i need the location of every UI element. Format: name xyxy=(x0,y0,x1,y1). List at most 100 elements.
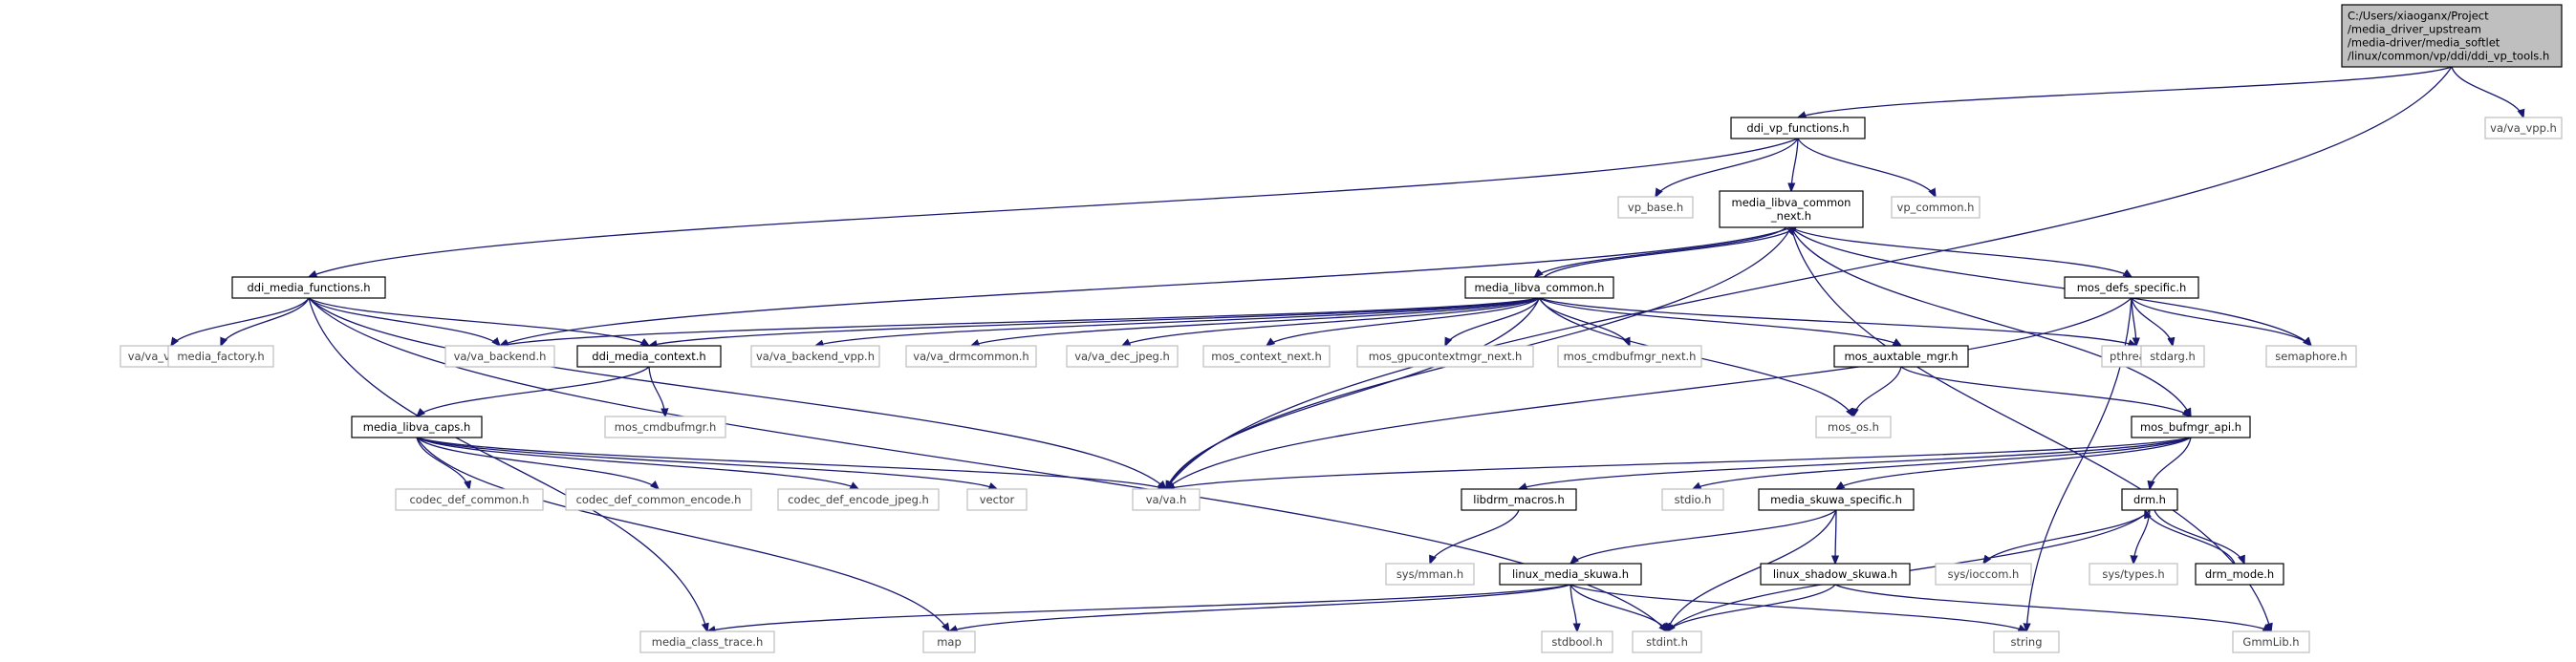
node-media-libva-common[interactable]: media_libva_common.h xyxy=(1464,276,1614,299)
node-box xyxy=(2121,488,2178,511)
node-label: GmmLib.h xyxy=(2242,635,2299,649)
node-box xyxy=(1066,345,1179,368)
node-box xyxy=(922,630,976,653)
edge-media_libva_common_next-to-semaphore xyxy=(1790,226,2311,346)
node-label: linux_shadow_skuwa.h xyxy=(1773,567,1897,581)
node-label: libdrm_macros.h xyxy=(1473,493,1565,506)
node-libdrm-macros[interactable]: libdrm_macros.h xyxy=(1461,488,1577,511)
node-va-backend: va/va_backend.h xyxy=(444,345,555,368)
node-map: map xyxy=(922,630,976,653)
edge-media_libva_common-to-va xyxy=(1166,297,1541,489)
node-box xyxy=(1760,563,1911,586)
node-box xyxy=(1719,190,1864,228)
node-media-skuwa-specific[interactable]: media_skuwa_specific.h xyxy=(1758,488,1915,511)
node-linux-media-skuwa[interactable]: linux_media_skuwa.h xyxy=(1499,563,1642,586)
node-va-backend-vpp: va/va_backend_vpp.h xyxy=(750,345,880,368)
node-stdio: stdio.h xyxy=(1661,488,1724,511)
node-GmmLib: GmmLib.h xyxy=(2232,630,2310,653)
edge-ddi_media_functions-to-ddi_media_context xyxy=(308,297,649,346)
node-mos-cmdbufmgr-next: mos_cmdbufmgr_next.h xyxy=(1557,345,1702,368)
node-va-drmcommon: va/va_drmcommon.h xyxy=(905,345,1037,368)
node-box xyxy=(2484,117,2563,139)
node-va-vpp: va/va_vpp.h xyxy=(2484,117,2563,139)
edge-linux_media_skuwa-to-stdbool xyxy=(1569,584,1577,631)
node-stdbool: stdbool.h xyxy=(1541,630,1613,653)
node-label: va/va.h xyxy=(1146,493,1187,506)
node-drm[interactable]: drm.h xyxy=(2121,488,2178,511)
node-box xyxy=(2232,630,2310,653)
node-vp-common: vp_common.h xyxy=(1891,196,1981,219)
edge-media_libva_caps-to-va xyxy=(416,437,1166,489)
edge-media_libva_common-to-va_backend_vpp xyxy=(815,297,1540,346)
node-sys-mman: sys/mman.h xyxy=(1385,563,1475,586)
node-box xyxy=(1730,117,1866,139)
node-sys-types: sys/types.h xyxy=(2089,563,2178,586)
node-box xyxy=(231,276,386,299)
edge-media_skuwa_specific-to-linux_media_skuwa xyxy=(1570,509,1837,564)
edge-ddi_media_functions-to-va xyxy=(308,297,1166,489)
node-ddi-vp-functions[interactable]: ddi_vp_functions.h xyxy=(1730,117,1866,139)
node-media-class-trace: media_class_trace.h xyxy=(639,630,775,653)
edge-linux_media_skuwa-to-string xyxy=(1569,584,2026,631)
node-mos-context-next: mos_context_next.h xyxy=(1202,345,1331,368)
node-root[interactable]: C:/Users/xiaoganx/Project/media_driver_u… xyxy=(2341,4,2563,68)
node-label: C:/Users/xiaoganx/Project xyxy=(2348,10,2489,23)
node-box xyxy=(1993,630,2060,653)
node-ddi-media-context[interactable]: ddi_media_context.h xyxy=(576,345,722,368)
edge-media_libva_common-to-va_drmcommon xyxy=(971,297,1540,346)
edge-media_libva_common-to-pthread xyxy=(1539,297,2137,346)
node-label: ddi_media_functions.h xyxy=(247,281,370,294)
edge-media_libva_common-to-media_libva_common_next xyxy=(1544,227,1797,278)
node-box xyxy=(1758,488,1915,511)
node-box xyxy=(639,630,775,653)
node-box xyxy=(1356,345,1534,368)
edge-media_libva_common-to-mos_context_next xyxy=(1266,297,1540,346)
node-drm-mode[interactable]: drm_mode.h xyxy=(2195,563,2284,586)
node-ddi-media-functions[interactable]: ddi_media_functions.h xyxy=(231,276,386,299)
node-box xyxy=(1661,488,1724,511)
node-box xyxy=(604,416,726,438)
edge-linux_media_skuwa-to-map xyxy=(949,584,1571,631)
node-box xyxy=(1541,630,1613,653)
node-box xyxy=(966,488,1028,511)
node-label: stdbool.h xyxy=(1551,635,1602,649)
node-box xyxy=(750,345,880,368)
node-label: mos_bufmgr_api.h xyxy=(2140,420,2241,434)
edge-mos_bufmgr_api-to-libdrm_macros xyxy=(1519,437,2192,489)
edge-media_libva_common_next-to-va_backend xyxy=(500,226,1792,346)
node-box xyxy=(167,345,274,368)
node-box xyxy=(565,488,752,511)
edge-drm-to-sys_types xyxy=(2133,509,2151,564)
node-mos-auxtable-mgr[interactable]: mos_auxtable_mgr.h xyxy=(1833,345,1969,368)
node-label: sys/ioccom.h xyxy=(1948,567,2020,581)
node-stdint: stdint.h xyxy=(1632,630,1702,653)
node-label: drm.h xyxy=(2133,493,2166,506)
node-label: media_libva_caps.h xyxy=(363,420,470,434)
node-label: string xyxy=(2010,635,2042,649)
node-codec-def-common: codec_def_common.h xyxy=(395,488,544,511)
node-label: stdarg.h xyxy=(2150,350,2196,363)
edge-media_skuwa_specific-to-stdint xyxy=(1667,509,1837,631)
node-mos-bufmgr-api[interactable]: mos_bufmgr_api.h xyxy=(2131,416,2251,438)
node-box xyxy=(1202,345,1331,368)
node-label: mos_cmdbufmgr.h xyxy=(615,420,717,434)
node-label: va/va_backend.h xyxy=(454,350,547,363)
node-vector: vector xyxy=(966,488,1028,511)
node-mos-defs-specific[interactable]: mos_defs_specific.h xyxy=(2064,276,2199,299)
node-media-libva-common-next[interactable]: media_libva_common_next.h xyxy=(1719,190,1864,228)
node-label: sys/mman.h xyxy=(1396,567,1463,581)
node-box xyxy=(1499,563,1642,586)
node-label: /media_driver_upstream xyxy=(2348,23,2481,36)
node-label: /linux/common/vp/ddi/ddi_vp_tools.h xyxy=(2348,50,2549,63)
edge-media_libva_common_next-to-GmmLib xyxy=(1790,226,2271,631)
node-linux-shadow-skuwa[interactable]: linux_shadow_skuwa.h xyxy=(1760,563,1911,586)
edge-media_libva_common_next-to-mos_defs_specific xyxy=(1790,226,2132,277)
edge-mos_defs_specific-to-va xyxy=(1166,297,2132,489)
node-box xyxy=(905,345,1037,368)
node-label: media_class_trace.h xyxy=(652,635,764,649)
node-label: semaphore.h xyxy=(2275,350,2347,363)
node-box xyxy=(2089,563,2178,586)
node-mos-os: mos_os.h xyxy=(1815,416,1892,438)
node-box xyxy=(576,345,722,368)
node-media-libva-caps[interactable]: media_libva_caps.h xyxy=(351,416,483,438)
